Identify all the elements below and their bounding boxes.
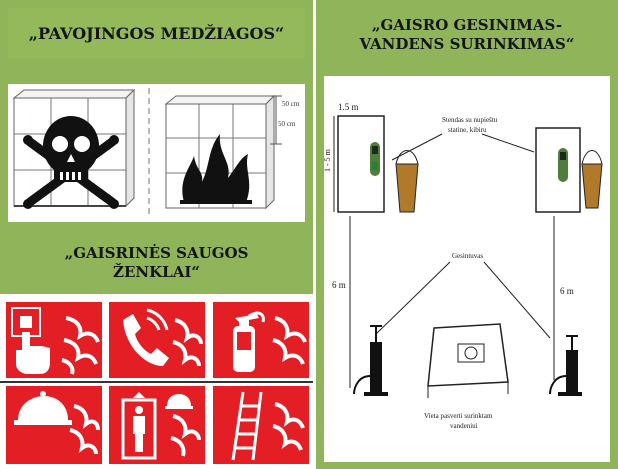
header-fire-safety-signs: „GAISRINĖS SAUGOS ŽENKLAI“ xyxy=(8,240,305,286)
ladder-icon xyxy=(231,391,305,461)
left-bucket-icon xyxy=(395,163,419,213)
hazard-image-panel: 50 cm 50 cm xyxy=(8,84,305,222)
phone-icon xyxy=(123,308,203,367)
fire-lift-icon xyxy=(121,392,201,460)
header-water-collection-line1: „GAISRO GESINIMAS- xyxy=(371,16,563,34)
sign-extinguisher xyxy=(213,302,309,378)
header-dangerous-substances: „PAVOJINGOS MEDŽIAGOS“ xyxy=(8,8,305,58)
signs-row-divider xyxy=(0,381,313,383)
water-collection-diagram: 1.5 m 1 - 5 m Stendas su nupieštu statin… xyxy=(323,102,603,430)
sign-phone xyxy=(109,302,205,378)
header-water-collection: „GAISRO GESINIMAS- VANDENS SURINKIMAS“ xyxy=(324,8,610,62)
right-pump-icon xyxy=(549,335,582,396)
sign-fire-lift xyxy=(109,386,205,464)
header-fire-safety-signs-line2: ŽENKLAI“ xyxy=(113,263,200,281)
dim-label-top: 50 cm xyxy=(282,100,300,108)
height-label: 1 - 5 m xyxy=(324,148,332,172)
right-bucket-icon xyxy=(581,163,603,209)
hydrant-label: Gesintuvas xyxy=(452,252,483,260)
place-label-line1: Vieta pasverti surinktam xyxy=(424,412,493,420)
weighing-place-icon xyxy=(427,323,509,398)
left-pump-icon xyxy=(353,325,388,396)
header-fire-safety-signs-line1: „GAISRINĖS SAUGOS xyxy=(64,244,249,262)
header-dangerous-substances-text: „PAVOJINGOS MEDŽIAGOS“ xyxy=(28,23,285,43)
sign-ladder xyxy=(213,386,309,464)
stand-label-line2: statine, kibiru xyxy=(448,126,487,134)
alarm-button-icon xyxy=(11,307,100,375)
skull-crossbones-icon xyxy=(23,116,119,209)
place-label-line2: vandeniui xyxy=(450,422,478,430)
water-diagram-panel: 1.5 m 1 - 5 m Stendas su nupieštu statin… xyxy=(323,76,610,462)
flame-icon xyxy=(180,134,252,204)
hazard-illustration: 50 cm 50 cm xyxy=(12,88,300,218)
dim-label-side: 50 cm xyxy=(278,120,296,128)
width-label: 1.5 m xyxy=(338,102,359,112)
sign-fire-bell xyxy=(6,386,102,464)
right-distance-label: 6 m xyxy=(560,286,574,296)
header-water-collection-line2: VANDENS SURINKIMAS“ xyxy=(359,35,575,53)
stand-label-line1: Stendas su nupieštu xyxy=(442,116,498,124)
fire-extinguisher-icon xyxy=(233,311,307,372)
fire-bell-icon xyxy=(14,391,100,455)
left-distance-label: 6 m xyxy=(332,280,346,290)
sign-alarm-button xyxy=(6,302,102,378)
